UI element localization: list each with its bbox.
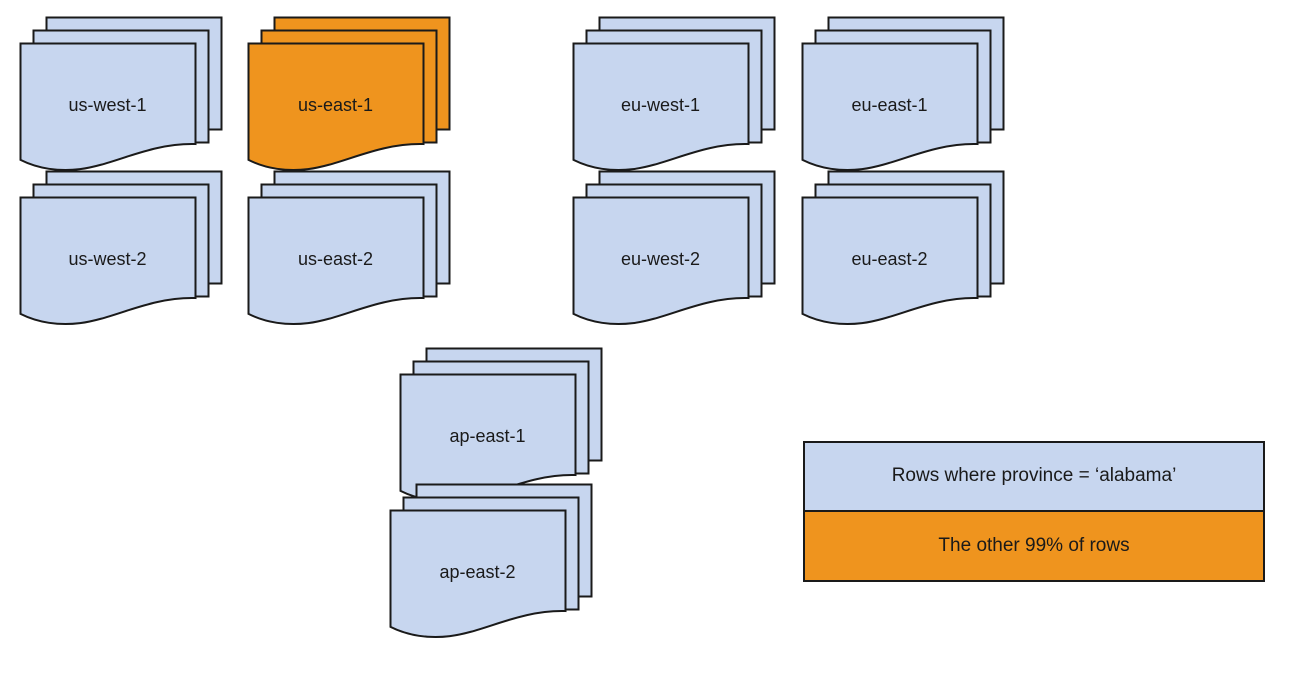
document-sheet-front [399, 373, 577, 503]
multi-document-icon [572, 16, 776, 172]
multi-document-icon [389, 483, 593, 639]
region-node-us-east-2[interactable]: us-east-2 [247, 170, 479, 353]
region-node-ap-east-1[interactable]: ap-east-1 [399, 347, 631, 530]
legend: Rows where province = ‘alabama’ The other… [803, 441, 1265, 582]
legend-row-legend-primary: Rows where province = ‘alabama’ [805, 443, 1263, 512]
document-sheet-front [247, 42, 425, 172]
multi-document-icon [19, 16, 223, 172]
document-sheet-front [389, 509, 567, 639]
document-sheet-front [801, 42, 979, 172]
legend-label: The other 99% of rows [938, 534, 1130, 556]
document-sheet-front [801, 196, 979, 326]
legend-label: Rows where province = ‘alabama’ [891, 465, 1177, 487]
multi-document-icon [801, 16, 1005, 172]
region-node-eu-east-2[interactable]: eu-east-2 [801, 170, 1033, 353]
document-sheet-front [247, 196, 425, 326]
document-sheet-front [572, 42, 750, 172]
legend-row-legend-highlight: The other 99% of rows [805, 511, 1263, 580]
region-node-ap-east-2[interactable]: ap-east-2 [389, 483, 621, 666]
multi-document-icon [19, 170, 223, 326]
multi-document-icon [247, 170, 451, 326]
document-sheet-front [19, 196, 197, 326]
multi-document-icon [247, 16, 451, 172]
multi-document-icon [801, 170, 1005, 326]
document-sheet-front [572, 196, 750, 326]
region-node-eu-west-2[interactable]: eu-west-2 [572, 170, 804, 353]
region-node-us-west-2[interactable]: us-west-2 [19, 170, 251, 353]
multi-document-icon [399, 347, 603, 503]
document-sheet-front [19, 42, 197, 172]
multi-document-icon [572, 170, 776, 326]
